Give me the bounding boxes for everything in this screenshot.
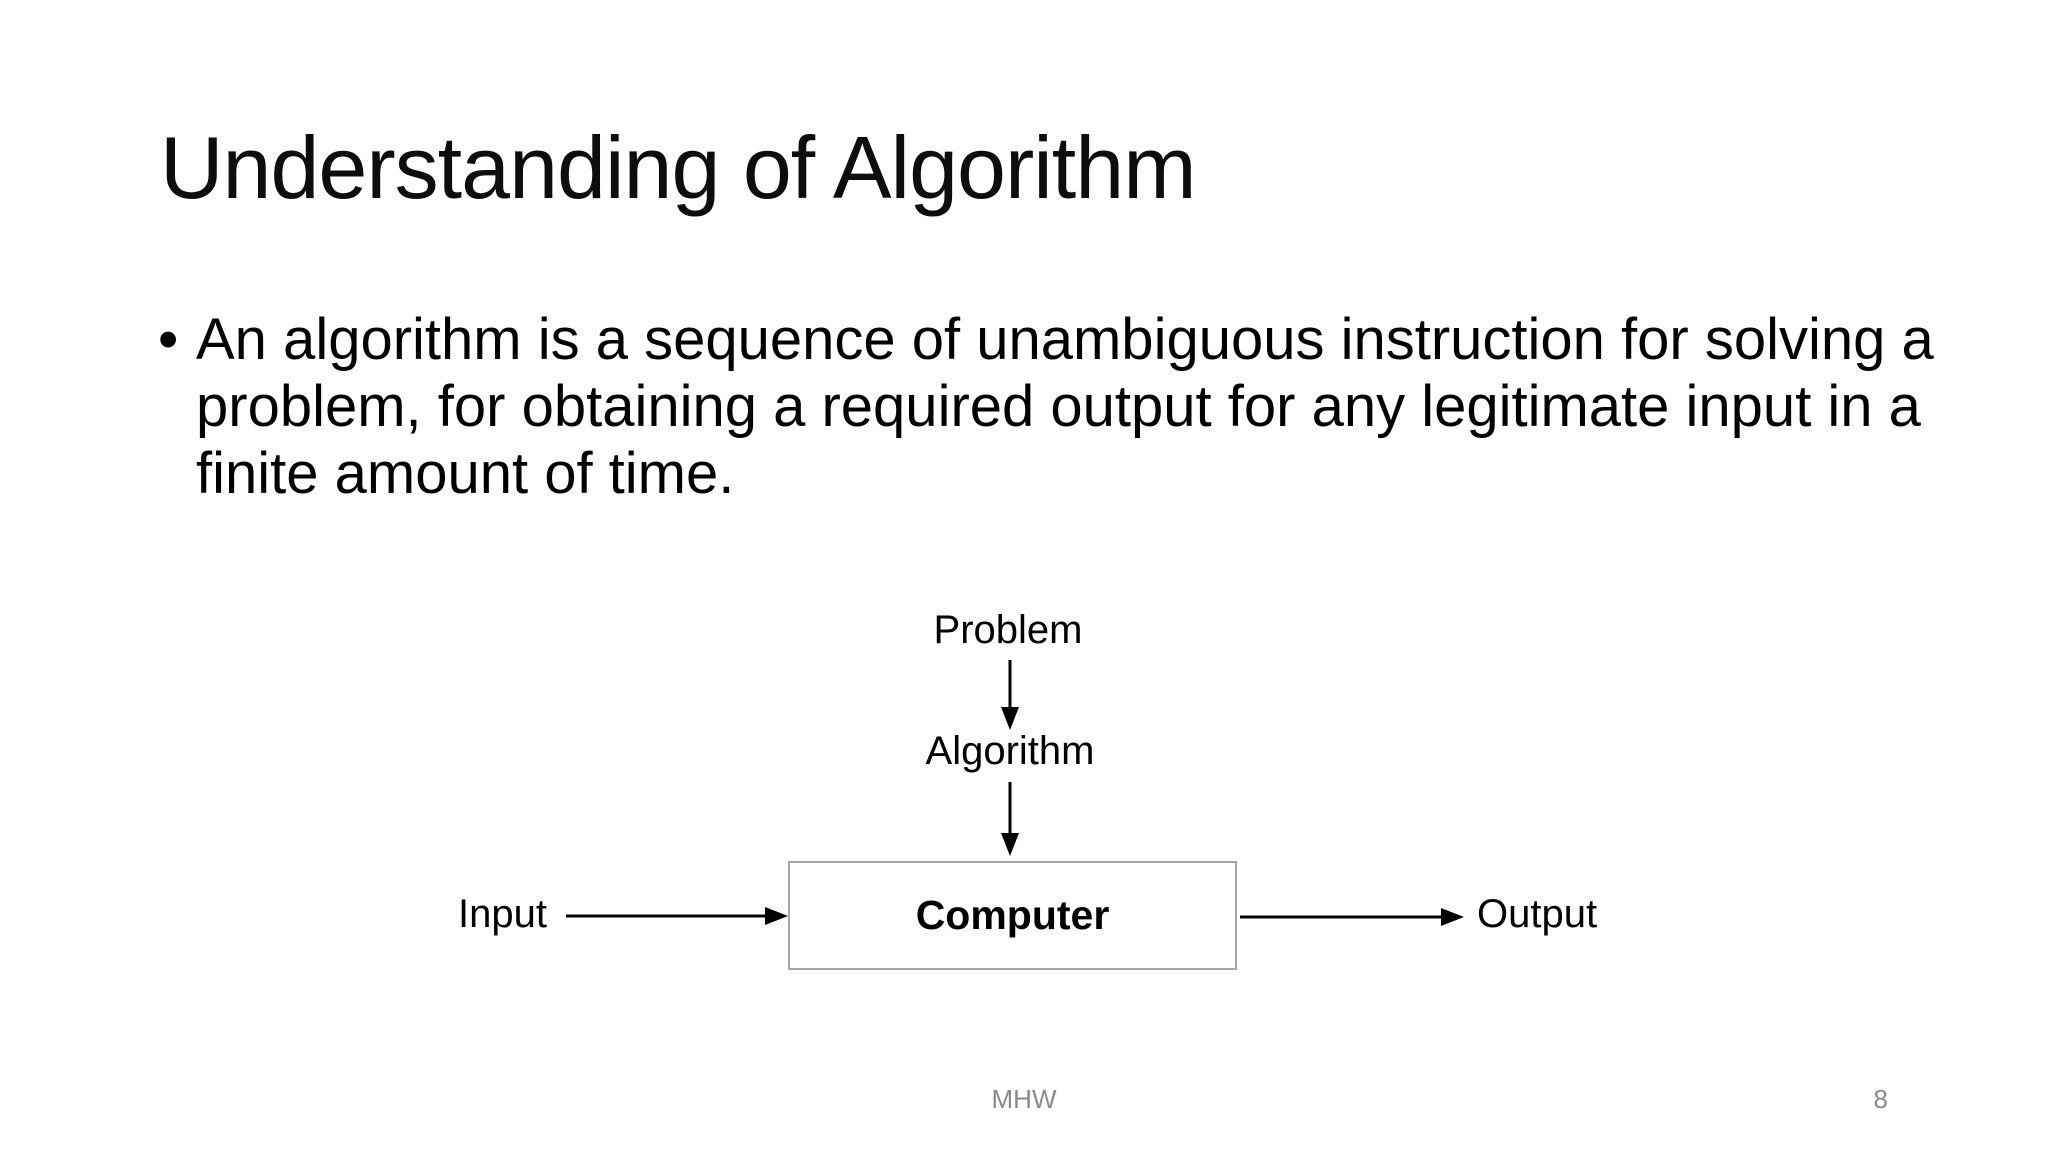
bullet-text-line: finite amount of time. — [196, 441, 735, 506]
arrow-problem-to-algorithm-icon — [1001, 660, 1019, 730]
diagram-label-input: Input — [458, 892, 547, 936]
bullet-text: An algorithm is a sequence of unambiguou… — [196, 306, 1934, 507]
page-title: Understanding of Algorithm — [160, 118, 1196, 217]
arrow-input-to-computer-icon — [566, 907, 788, 925]
diagram-label-output: Output — [1477, 892, 1598, 936]
page-number: 8 — [1873, 1084, 1888, 1114]
arrow-computer-to-output-icon — [1240, 908, 1464, 926]
diagram-label-computer: Computer — [915, 892, 1110, 938]
diagram-label-problem: Problem — [933, 608, 1083, 652]
bullet-text-line: problem, for obtaining a required output… — [196, 374, 1921, 439]
bullet-text-line: An algorithm is a sequence of unambiguou… — [196, 307, 1934, 372]
bullet-paragraph: • An algorithm is a sequence of unambigu… — [158, 306, 1934, 507]
computer-box: Computer — [788, 861, 1237, 970]
bullet-marker: • — [158, 307, 179, 372]
arrow-algorithm-to-computer-icon — [1001, 782, 1019, 856]
diagram-label-algorithm: Algorithm — [925, 729, 1095, 773]
footer-text: MHW — [991, 1084, 1057, 1114]
